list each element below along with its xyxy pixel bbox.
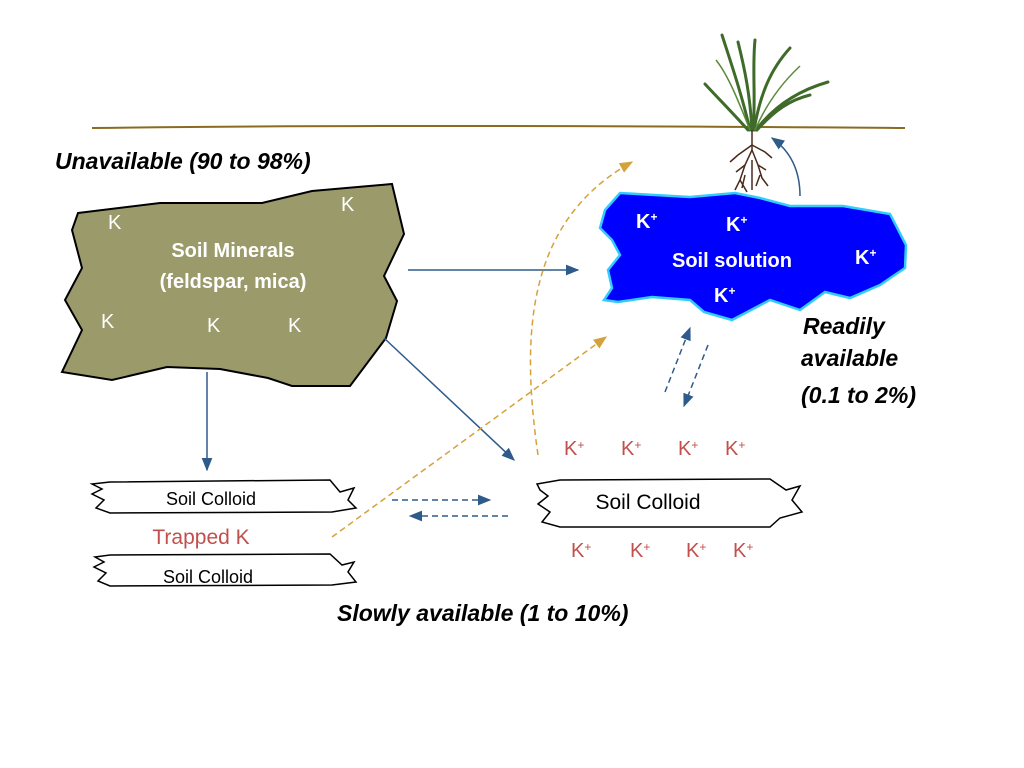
arrow-minerals-to-colloid (383, 337, 515, 461)
right-colloid-plate (535, 478, 804, 528)
solution-k-ion: K+ (636, 210, 657, 233)
arrow-colloid-to-solution (664, 326, 691, 393)
colloid-k-ion: K+ (621, 438, 641, 460)
plant-icon (703, 33, 830, 193)
solution-k-ion: K+ (714, 284, 735, 307)
arrow-trapped-to-solution-release (331, 336, 608, 538)
readily-available-label: available (801, 345, 898, 371)
slowly-available-label: Slowly available (1 to 10%) (337, 600, 628, 626)
colloid-k-ion: K+ (630, 540, 650, 562)
soil-minerals-title: Soil Minerals (171, 240, 294, 262)
trapped-k-label: Trapped K (152, 526, 249, 549)
mineral-k: K (341, 194, 355, 216)
solution-k-ion: K+ (726, 213, 747, 236)
readily-available-range: (0.1 to 2%) (801, 382, 916, 408)
left-top-colloid-label: Soil Colloid (166, 489, 256, 509)
soil-solution-title: Soil solution (672, 250, 792, 272)
colloid-k-ion: K+ (686, 540, 706, 562)
left-bottom-colloid-label: Soil Colloid (163, 567, 253, 587)
colloid-k-ion: K+ (725, 438, 745, 460)
arrow-colloid-to-plant-release (529, 161, 634, 456)
colloid-k-ion: K+ (678, 438, 698, 460)
left-top-colloid-plate (89, 479, 358, 514)
soil-minerals-subtitle: (feldspar, mica) (160, 271, 307, 293)
soil-solution-shape (598, 191, 908, 322)
colloid-k-ion: K+ (733, 540, 753, 562)
right-colloid-label: Soil Colloid (595, 491, 700, 514)
colloid-k-ion: K+ (564, 438, 584, 460)
colloid-k-ion: K+ (571, 540, 591, 562)
readily-available-label: Readily (803, 313, 886, 339)
left-bottom-colloid-plate (92, 553, 358, 587)
soil-minerals-shape (60, 182, 406, 387)
solution-k-ion: K+ (855, 246, 876, 269)
mineral-k: K (288, 315, 302, 337)
arrow-solution-to-plant (770, 137, 801, 197)
mineral-k: K (207, 315, 221, 337)
unavailable-label: Unavailable (90 to 98%) (55, 148, 311, 174)
arrow-solution-to-colloid (683, 344, 709, 408)
mineral-k: K (108, 212, 122, 234)
ground-line (91, 125, 906, 129)
mineral-k: K (101, 311, 115, 333)
